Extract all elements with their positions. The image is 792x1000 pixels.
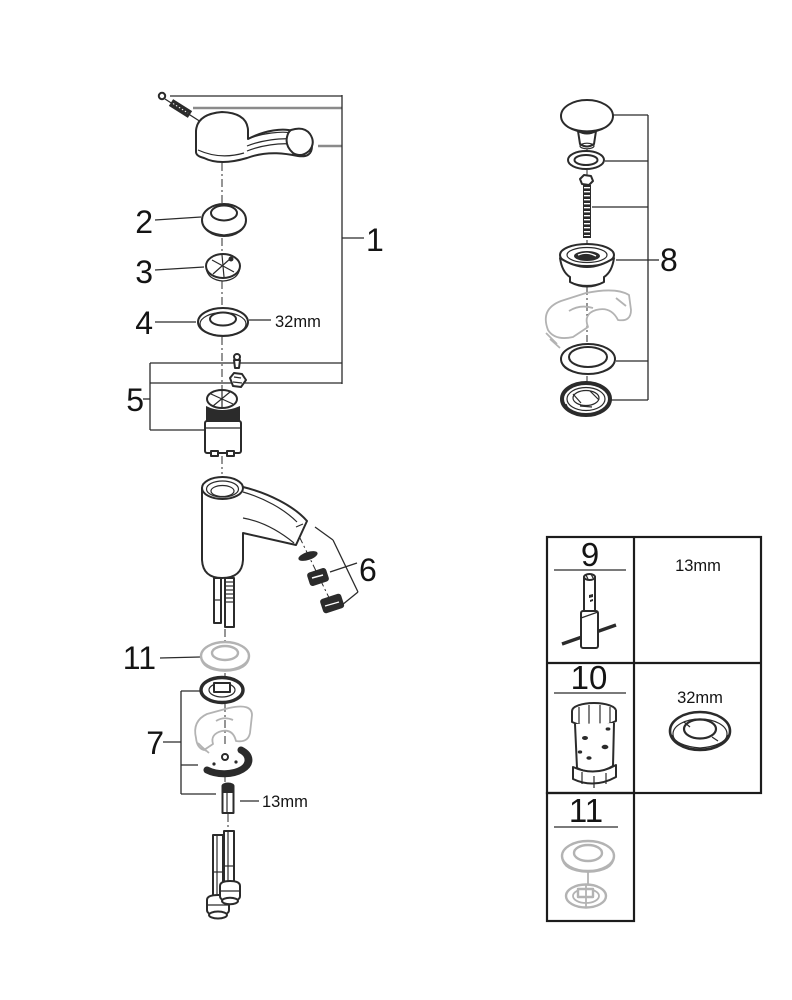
waste-bottom-nut — [560, 381, 612, 417]
aerator-part6 — [298, 551, 345, 614]
horseshoe-clamp — [203, 746, 253, 778]
waste-o-ring — [567, 150, 605, 170]
cap-ring-part2 — [201, 203, 247, 237]
waste-plug-cap — [560, 99, 614, 150]
callout-5: 5 — [126, 382, 144, 418]
callout-4: 4 — [135, 305, 153, 341]
tool-10-socket — [571, 702, 617, 788]
lever-handle — [195, 111, 314, 163]
mounting-studs — [213, 577, 235, 628]
tool-9-socket-wrench — [561, 573, 617, 649]
cap-nut-part4 — [197, 307, 249, 337]
base-washer-part11 — [199, 640, 251, 672]
dimension-32mm: 32mm — [275, 313, 321, 331]
dimension-13mm: 13mm — [262, 793, 308, 811]
waste-threaded-rod — [579, 174, 594, 238]
table-size-13mm: 13mm — [675, 557, 721, 575]
table-ref-9: 9 — [581, 536, 599, 573]
callout-8: 8 — [660, 242, 678, 278]
waste-flange — [559, 243, 615, 288]
threaded-stud-13mm — [221, 782, 235, 814]
sink-deck-sketch-left — [194, 705, 253, 754]
cartridge-screw — [233, 353, 241, 369]
table-ring-32mm — [668, 710, 732, 752]
callout-7: 7 — [146, 725, 164, 761]
part-11-washers — [560, 839, 616, 909]
callout-labels: 1 2 3 4 5 6 7 8 11 32mm 13mm — [123, 204, 678, 811]
handle-paddle — [285, 127, 314, 157]
callout-brackets — [143, 95, 659, 802]
handle-fixing-screw — [157, 91, 202, 123]
waste-washer — [560, 343, 616, 375]
callout-6: 6 — [359, 552, 377, 588]
callout-2: 2 — [135, 204, 153, 240]
supply-hoses — [206, 830, 241, 920]
table-ref-11: 11 — [569, 792, 603, 829]
callout-11: 11 — [123, 640, 156, 676]
tools-table: 9 13mm 10 — [545, 535, 763, 923]
callout-1: 1 — [366, 222, 384, 258]
callout-3: 3 — [135, 254, 153, 290]
sink-deck-sketch-right — [544, 289, 632, 349]
centerlines — [221, 133, 588, 831]
table-ref-10: 10 — [571, 659, 608, 696]
cartridge-nut — [229, 372, 247, 388]
cartridge-retainer-part3 — [205, 253, 241, 282]
retaining-ring — [199, 675, 245, 705]
table-size-32mm: 32mm — [677, 689, 723, 707]
cartridge-part5 — [204, 389, 242, 457]
faucet-body — [201, 476, 308, 579]
